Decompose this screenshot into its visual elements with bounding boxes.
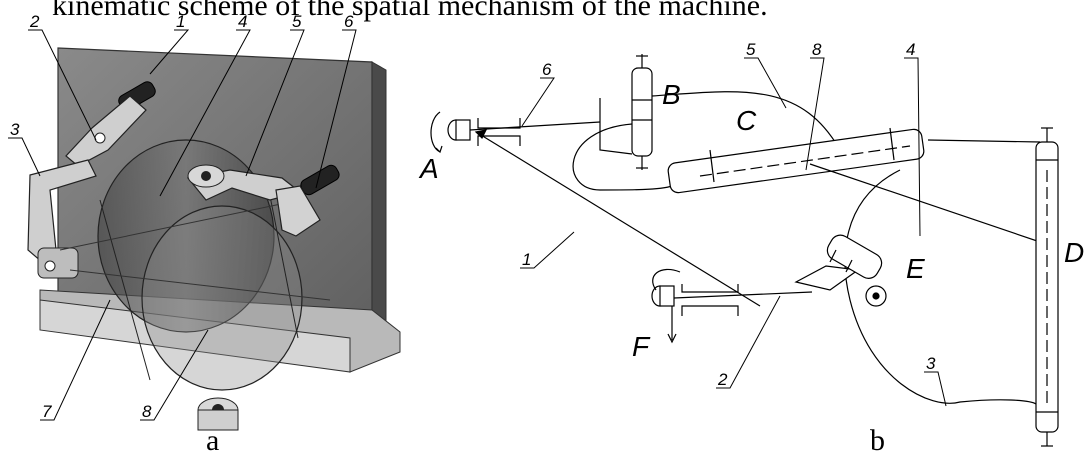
leaders-panel-b xyxy=(520,57,947,407)
figure-title: kinematic scheme of the spatial mechanis… xyxy=(52,0,768,22)
label-a-7: 7 xyxy=(42,402,52,421)
joint-c-body xyxy=(667,128,925,194)
link-3 xyxy=(844,169,1037,405)
joint-b-body xyxy=(631,67,653,157)
label-a-4: 4 xyxy=(238,12,247,31)
link-3-joint xyxy=(37,247,79,279)
joint-letter-e: E xyxy=(906,253,925,284)
labels-panel-a: 2 1 4 5 6 3 7 8 xyxy=(10,12,354,421)
bracket-a-bottom xyxy=(477,135,521,146)
link-4-upper xyxy=(927,139,1041,143)
joint-letter-c: C xyxy=(736,105,757,136)
link-5-loop xyxy=(572,123,673,191)
link-3-hole xyxy=(44,260,56,272)
joint-letter-d: D xyxy=(1064,237,1084,268)
link-1-arrow xyxy=(474,129,488,140)
labels-panel-b: 6 5 8 4 1 2 3 xyxy=(522,40,936,389)
panel-caption-a: a xyxy=(206,424,220,457)
plate-e xyxy=(794,265,860,291)
link-part-3 xyxy=(27,159,97,263)
leaders-panel-a xyxy=(8,29,357,421)
axis-line-1 xyxy=(59,199,301,251)
label-a-2: 2 xyxy=(29,12,40,31)
top-bearing-hole xyxy=(201,171,211,181)
joint-letters: A B C D E F xyxy=(418,79,1084,362)
link-4 xyxy=(809,163,1047,245)
label-b-4: 4 xyxy=(906,40,915,59)
rotation-arrow-a xyxy=(430,111,441,153)
rotation-arrow-a-head xyxy=(435,145,443,154)
bracket-f-top xyxy=(681,284,739,293)
label-b-3: 3 xyxy=(926,354,936,373)
cyl-edge-1 xyxy=(99,199,151,381)
panel-b-drawing xyxy=(430,54,1059,447)
joint-letter-f: F xyxy=(632,331,651,362)
axis-line-2 xyxy=(69,269,331,301)
plate-b xyxy=(599,98,633,155)
label-a-3: 3 xyxy=(10,120,20,139)
joint-letter-b: B xyxy=(662,79,681,110)
cylinder-part-8 xyxy=(141,205,303,391)
arrow-f-head xyxy=(667,333,677,344)
link-2-hole xyxy=(94,132,106,144)
joint-letter-a: A xyxy=(418,153,439,184)
cyl-edge-2 xyxy=(269,195,299,339)
label-b-5: 5 xyxy=(746,40,756,59)
joint-d-body xyxy=(1035,141,1059,433)
link-part-2 xyxy=(65,95,147,167)
bottom-bearing-body xyxy=(197,409,239,431)
link-part-6 xyxy=(275,185,321,237)
label-a-5: 5 xyxy=(292,12,302,31)
joint-c-axis xyxy=(699,145,911,177)
link-6 xyxy=(469,121,601,131)
rotation-arrow-f xyxy=(652,268,681,291)
label-b-6: 6 xyxy=(542,60,552,79)
bracket-a-top xyxy=(477,118,521,129)
label-a-8: 8 xyxy=(142,402,152,421)
label-a-6: 6 xyxy=(344,12,354,31)
label-b-8: 8 xyxy=(812,40,822,59)
link-2 xyxy=(673,291,813,299)
bracket-f-bottom xyxy=(681,305,739,316)
label-a-1: 1 xyxy=(176,12,185,31)
label-b-2: 2 xyxy=(717,370,728,389)
panel-caption-b: b xyxy=(870,424,885,457)
panel-a-drawing xyxy=(8,29,401,431)
link-1 xyxy=(475,131,761,307)
label-b-1: 1 xyxy=(522,250,531,269)
base-angle-face xyxy=(39,299,351,373)
